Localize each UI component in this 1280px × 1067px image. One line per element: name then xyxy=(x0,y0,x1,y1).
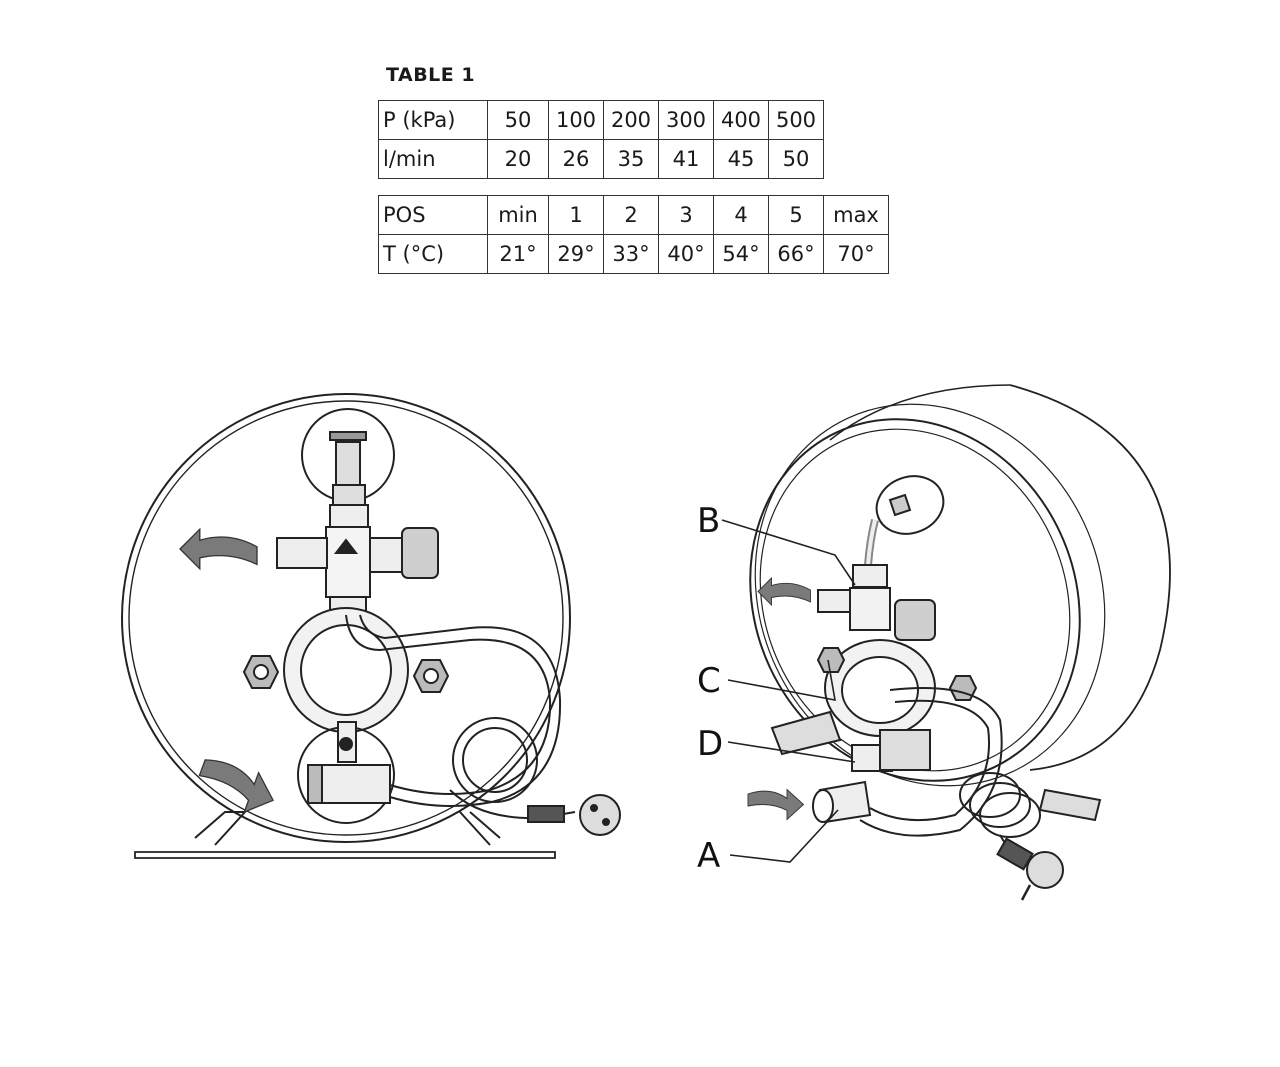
curved-arrow-icon xyxy=(747,788,805,821)
table-cell: 29° xyxy=(548,234,604,274)
table-cell: POS xyxy=(378,195,488,235)
table-cell: 54° xyxy=(713,234,769,274)
callout-label-a: A xyxy=(697,836,720,876)
table-cell: 50 xyxy=(487,100,549,140)
table-cell: 300 xyxy=(658,100,714,140)
position-temperature-table: POS min 1 2 3 4 5 max T (°C) 21° 29° 33°… xyxy=(378,195,889,274)
table-cell: min xyxy=(487,195,549,235)
pressure-flow-table: P (kPa) 50 100 200 300 400 500 l/min 20 … xyxy=(378,100,824,179)
table-cell: 45 xyxy=(713,139,769,179)
callout-label-c: C xyxy=(697,661,721,701)
table-row: T (°C) 21° 29° 33° 40° 54° 66° 70° xyxy=(378,234,889,274)
table-cell: 500 xyxy=(768,100,824,140)
table-cell: 100 xyxy=(548,100,604,140)
curved-arrow-icon xyxy=(179,528,258,570)
table-cell: max xyxy=(823,195,889,235)
curved-arrow-icon xyxy=(757,577,811,606)
callout-leaders xyxy=(721,519,856,863)
table-cell: 2 xyxy=(603,195,659,235)
heater-perspective-view xyxy=(749,384,1171,901)
callout-label-d: D xyxy=(697,724,723,764)
table-cell: 21° xyxy=(487,234,549,274)
table-cell: 70° xyxy=(823,234,889,274)
table-cell: l/min xyxy=(378,139,488,179)
table-row: l/min 20 26 35 41 45 50 xyxy=(378,139,824,179)
table-cell: 20 xyxy=(487,139,549,179)
power-plug-icon xyxy=(527,794,621,836)
heater-front-view xyxy=(121,393,621,859)
table-cell: P (kPa) xyxy=(378,100,488,140)
table-cell: 33° xyxy=(603,234,659,274)
table-cell: 66° xyxy=(768,234,824,274)
table-row: P (kPa) 50 100 200 300 400 500 xyxy=(378,100,824,140)
table-title: TABLE 1 xyxy=(386,64,476,86)
callout-label-b: B xyxy=(697,501,720,541)
table-cell: 35 xyxy=(603,139,659,179)
table-cell: 41 xyxy=(658,139,714,179)
power-plug-icon xyxy=(996,837,1064,901)
table-cell: 50 xyxy=(768,139,824,179)
table-cell: T (°C) xyxy=(378,234,488,274)
curved-arrow-icon xyxy=(198,759,274,814)
table-cell: 40° xyxy=(658,234,714,274)
